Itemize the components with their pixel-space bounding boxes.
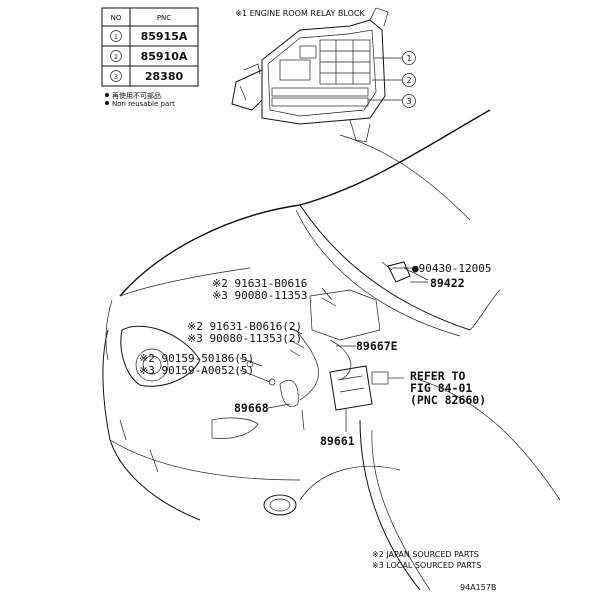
callout-3-icon: [402, 94, 416, 108]
label-91631-b0616-2: ※2 91631-B0616(2): [187, 320, 302, 333]
table-row-pnc: 28380: [145, 70, 184, 83]
legend-table: NO PNC 1 85915A 2 85910A 3 28380 再使用不可部品…: [101, 7, 199, 108]
label-90080-11353: ※3 90080-11353: [212, 289, 307, 302]
label-90159-a0052: ※3 90159-A0052(5): [139, 364, 254, 377]
number-circle-icon: [110, 70, 122, 82]
label-89661: 89661: [320, 434, 355, 448]
callout-1: 1: [406, 54, 411, 63]
number-circle-icon: [110, 30, 122, 42]
footnote-japan: ※2 JAPAN SOURCED PARTS: [372, 550, 479, 559]
refer-line-3: (PNC 82660): [410, 393, 486, 407]
relay-block-illustration: ※1 ENGINE ROOM RELAY BLOCK 1 2 3: [231, 7, 416, 143]
table-row-pnc: 85910A: [141, 50, 188, 63]
vehicle-outline: [102, 109, 561, 591]
note-jp: 再使用不可部品: [112, 91, 161, 100]
label-89668: 89668: [234, 401, 269, 415]
label-90159-50186: ※2 90159-50186(5): [139, 352, 254, 365]
table-row-pnc: 85915A: [141, 30, 188, 43]
label-89667e: 89667E: [356, 339, 398, 353]
callout-3: 3: [406, 97, 411, 106]
number-circle-icon: [110, 50, 122, 62]
table-row-no: 2: [114, 53, 118, 61]
refer-line-1: REFER TO: [410, 369, 465, 383]
label-89422: 89422: [430, 276, 465, 290]
label-90080-11353-2: ※3 90080-11353(2): [187, 332, 302, 345]
table-row-no: 3: [114, 73, 118, 81]
diagram-code: 94A157B: [460, 583, 496, 592]
callout-2-icon: [402, 73, 416, 87]
leader-lines: [239, 267, 428, 432]
refer-line-2: FIG 84-01: [410, 381, 472, 395]
callout-2: 2: [406, 76, 411, 85]
bullet-icon: [105, 101, 109, 105]
part-labels: ●90430-12005 89422 ※2 91631-B0616 ※3 900…: [139, 262, 491, 448]
components: [246, 261, 429, 431]
table-header-no: NO: [111, 14, 122, 22]
note-en: Non reusable part: [112, 100, 175, 108]
table-header-pnc: PNC: [157, 14, 171, 22]
callout-1-icon: [402, 51, 416, 65]
footnote-local: ※3 LOCAL SOURCED PARTS: [372, 561, 481, 570]
bullet-icon: [105, 93, 109, 97]
label-91631-b0616: ※2 91631-B0616: [212, 277, 307, 290]
label-90430-12005: ●90430-12005: [412, 262, 491, 275]
footnotes: ※2 JAPAN SOURCED PARTS ※3 LOCAL SOURCED …: [372, 550, 496, 592]
table-row-no: 1: [114, 33, 118, 41]
relay-block-title: ※1 ENGINE ROOM RELAY BLOCK: [235, 9, 365, 18]
